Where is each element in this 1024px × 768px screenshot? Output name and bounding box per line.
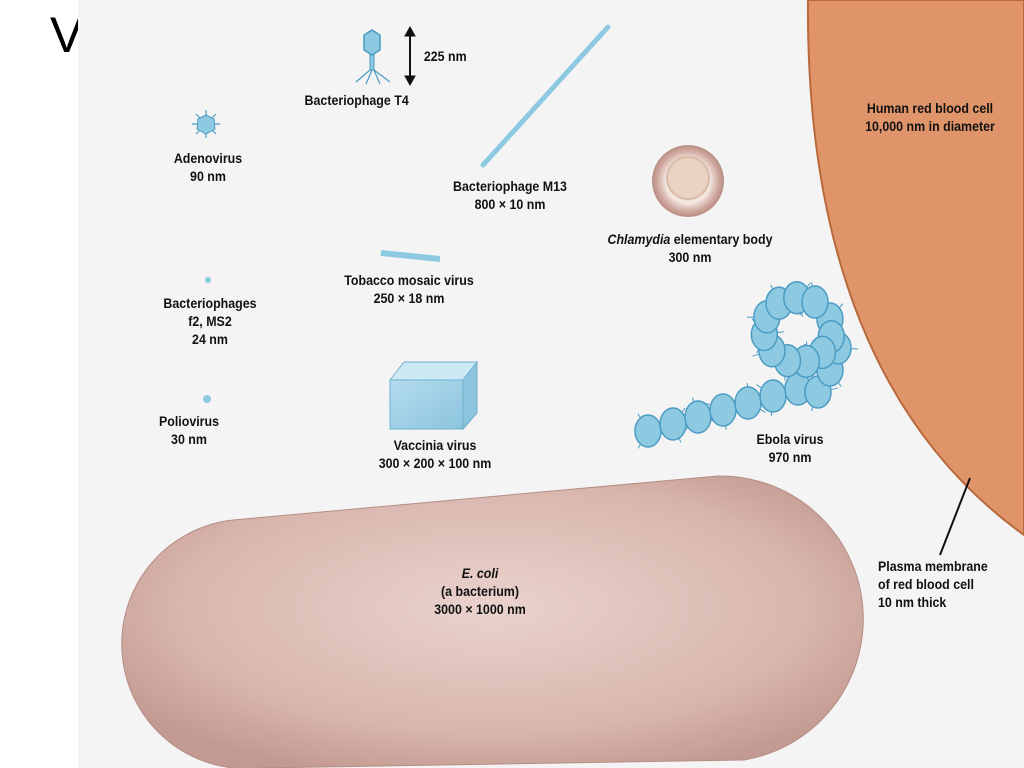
vaccinia-virus-icon — [388, 360, 479, 431]
t4-scale-arrow — [404, 25, 416, 87]
bacteriophage-m13-size: 800 × 10 nm — [474, 197, 546, 212]
ecoli-desc: (a bacterium) — [441, 584, 519, 599]
poliovirus-label: Poliovirus 30 nm — [146, 413, 232, 449]
ebola-segment — [801, 285, 829, 319]
bacteriophage-f2-line2: f2, MS2 — [188, 314, 232, 329]
bacteriophage-t4-size: 225 nm — [423, 49, 467, 64]
tobacco-mosaic-virus-size: 250 × 18 nm — [373, 291, 445, 306]
plasma-membrane-line1: Plasma membrane — [878, 559, 988, 574]
red-blood-cell-name: Human red blood cell — [866, 101, 994, 116]
bacteriophage-f2-label: Bacteriophages f2, MS2 24 nm — [146, 295, 275, 349]
chlamydia-name: Chlamydia elementary body — [578, 231, 802, 249]
poliovirus-icon — [203, 395, 211, 403]
bacteriophage-t4-name: Bacteriophage T4 — [304, 93, 409, 108]
chlamydia-icon — [652, 145, 724, 217]
ebola-segment — [734, 386, 762, 420]
ebola-segment — [684, 400, 712, 434]
ebola-segment — [709, 393, 737, 427]
adenovirus-size: 90 nm — [190, 169, 226, 184]
ecoli-label: E. coli (a bacterium) 3000 × 1000 nm — [406, 565, 553, 619]
bacteriophage-f2-line1: Bacteriophages — [163, 296, 257, 311]
bacteriophage-t4-size-label: 225 nm — [424, 48, 467, 66]
adenovirus-name: Adenovirus — [173, 151, 243, 166]
plasma-membrane-line3: 10 nm thick — [878, 595, 947, 610]
bacteriophage-m13-icon — [480, 24, 611, 168]
chlamydia-name-italic: Chlamydia — [607, 232, 671, 247]
bacteriophage-t4-icon — [355, 29, 391, 85]
adenovirus-label: Adenovirus 90 nm — [164, 150, 252, 186]
ebola-virus-icon — [634, 280, 858, 449]
chlamydia-name-rest: elementary body — [670, 232, 773, 247]
bacteriophage-m13-name: Bacteriophage M13 — [453, 179, 567, 194]
ecoli-size: 3000 × 1000 nm — [434, 602, 526, 617]
ecoli-bacterium — [121, 475, 864, 768]
tobacco-mosaic-virus-name: Tobacco mosaic virus — [344, 273, 474, 288]
red-blood-cell — [806, 0, 1024, 537]
vaccinia-virus-label: Vaccinia virus 300 × 200 × 100 nm — [348, 437, 523, 473]
red-blood-cell-size: 10,000 nm in diameter — [865, 119, 995, 134]
adenovirus-icon — [192, 110, 220, 138]
ebola-segment — [634, 414, 662, 448]
poliovirus-name: Poliovirus — [158, 414, 220, 429]
bacteriophage-m13-label: Bacteriophage M13 800 × 10 nm — [446, 178, 575, 214]
ebola-segment — [759, 379, 787, 413]
ecoli-name: E. coli — [461, 566, 499, 581]
plasma-membrane-label: Plasma membrane of red blood cell 10 nm … — [878, 558, 988, 612]
ebola-virus-name: Ebola virus — [756, 432, 824, 447]
figure-artwork — [121, 0, 1024, 768]
chlamydia-size: 300 nm — [668, 250, 712, 265]
ebola-virus-label: Ebola virus 970 nm — [744, 431, 836, 467]
bacteriophage-f2-size: 24 nm — [192, 332, 228, 347]
ebola-virus-size: 970 nm — [768, 450, 812, 465]
size-comparison-figure: Bacteriophage T4 225 nm Adenovirus 90 nm… — [78, 0, 1024, 768]
poliovirus-size: 30 nm — [171, 432, 207, 447]
bacteriophage-t4-label: Bacteriophage T4 — [305, 92, 409, 110]
tobacco-mosaic-virus-icon — [380, 250, 441, 262]
red-blood-cell-label: Human red blood cell 10,000 nm in diamet… — [838, 100, 1022, 136]
bacteriophage-f2-icon — [205, 277, 211, 283]
vaccinia-virus-name: Vaccinia virus — [393, 438, 477, 453]
ebola-segment — [659, 407, 687, 441]
tobacco-mosaic-virus-label: Tobacco mosaic virus 250 × 18 nm — [322, 272, 497, 308]
chlamydia-label: Chlamydia elementary body 300 nm — [578, 231, 802, 267]
vaccinia-virus-size: 300 × 200 × 100 nm — [378, 456, 492, 471]
membrane-pointer-line — [939, 477, 971, 556]
plasma-membrane-line2: of red blood cell — [878, 577, 974, 592]
